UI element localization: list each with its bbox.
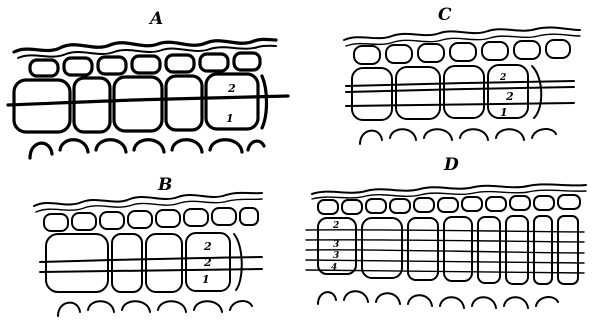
- panel-b-subepidermal-row: [44, 208, 258, 231]
- panel-d-lower-cells: [318, 291, 558, 308]
- panel-b-layer-label: 2: [203, 240, 212, 253]
- panel-a-epidermis-outer: [14, 39, 276, 52]
- panel-d-layer-label: 3: [333, 240, 339, 250]
- panel-d-epidermis-outer: [312, 184, 586, 194]
- panel-b-large-cells: [46, 233, 242, 292]
- panel-b-division-wall: [40, 269, 262, 272]
- panel-d: D: [306, 155, 586, 308]
- panel-d-layer-label: 4: [331, 263, 337, 273]
- panel-a: A 2 1: [8, 9, 288, 158]
- panel-b-label: B: [157, 175, 172, 195]
- panel-a-division-wall: [8, 96, 288, 105]
- panel-c-epidermis-inner: [346, 34, 580, 46]
- panel-b-division-wall: [40, 257, 262, 262]
- panel-c-division-wall: [346, 87, 574, 92]
- panel-a-layer-label: 2: [227, 82, 236, 95]
- panel-b-layer-label: 2: [203, 256, 212, 269]
- panel-c-layer-label: 2: [499, 73, 506, 83]
- panel-c-layer-label: 1: [500, 106, 508, 119]
- panel-a-label: A: [148, 9, 163, 29]
- panel-d-layer-label: 2: [332, 221, 339, 231]
- panel-b-layer-label: 1: [202, 273, 210, 286]
- panel-c: C 2 2 1: [344, 5, 580, 144]
- panel-b: B 2 2 1: [34, 175, 262, 316]
- panel-c-lower-cells: [360, 129, 556, 144]
- panel-c-label: C: [438, 5, 452, 25]
- panel-a-layer-label: 1: [226, 112, 234, 125]
- panel-a-lower-cells: [30, 140, 264, 158]
- panel-c-layer-label: 2: [505, 90, 514, 103]
- panel-d-layer-label: 3: [333, 251, 339, 261]
- panel-b-epidermis-inner: [36, 199, 262, 212]
- panel-d-label: D: [443, 155, 459, 175]
- panel-b-lower-cells: [58, 301, 252, 316]
